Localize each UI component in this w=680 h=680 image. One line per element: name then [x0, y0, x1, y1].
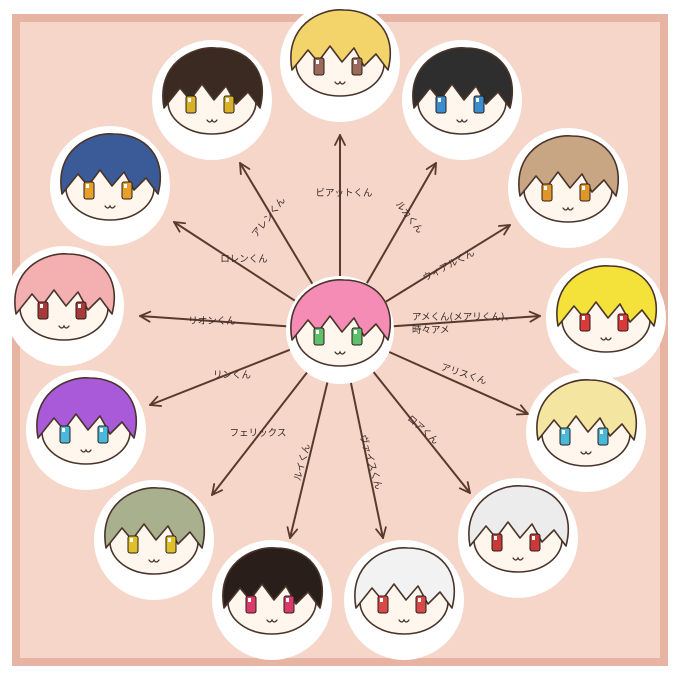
- character-node: [4, 246, 124, 366]
- eye-highlight: [62, 428, 65, 432]
- eye-highlight: [78, 304, 81, 308]
- eye-highlight: [562, 430, 565, 434]
- relation-arrow: [239, 162, 322, 299]
- relation-arrow: [376, 310, 541, 329]
- eye-highlight: [600, 430, 603, 434]
- relation-arrow: [139, 310, 304, 329]
- eye-highlight: [130, 538, 133, 542]
- arrows-layer: [139, 134, 541, 539]
- eye-highlight: [532, 536, 535, 540]
- eye-highlight: [582, 316, 585, 320]
- relation-arrow: [346, 366, 387, 539]
- character-node: [212, 540, 332, 660]
- relation-label: アメくん(メアリくん)、時々アメ: [412, 312, 514, 336]
- nodes-layer: [4, 2, 666, 660]
- eye-highlight: [286, 598, 289, 602]
- eye-highlight: [248, 598, 251, 602]
- eye-highlight: [438, 98, 441, 102]
- eye-highlight: [40, 304, 43, 308]
- mouth: [398, 618, 410, 623]
- eye-highlight: [188, 98, 191, 102]
- center-node: [286, 276, 394, 384]
- eye-highlight: [620, 316, 623, 320]
- eye-highlight: [100, 428, 103, 432]
- relation-arrow: [357, 162, 437, 299]
- character-node: [508, 128, 628, 248]
- eye-highlight: [494, 536, 497, 540]
- eye-highlight: [226, 98, 229, 102]
- eye-highlight: [316, 330, 319, 334]
- mouth: [58, 324, 70, 329]
- relation-arrow: [371, 224, 511, 312]
- mouth: [600, 336, 612, 341]
- character-node: [280, 2, 400, 122]
- eye-highlight: [86, 184, 89, 188]
- relation-arrow: [286, 365, 333, 539]
- character-node: [152, 40, 272, 160]
- mouth: [334, 80, 346, 85]
- relation-label: リオンくん: [188, 316, 236, 327]
- center-character: [290, 279, 392, 367]
- eye-highlight: [418, 598, 421, 602]
- character-node: [526, 372, 646, 492]
- eye-highlight: [124, 184, 127, 188]
- mouth: [334, 350, 346, 355]
- character-node: [26, 370, 146, 490]
- mouth: [512, 556, 524, 561]
- mouth: [206, 118, 218, 123]
- relation-arrow: [149, 342, 306, 407]
- relation-arrow: [362, 358, 471, 494]
- mouth: [104, 204, 116, 209]
- eye-highlight: [476, 98, 479, 102]
- character-node: [546, 258, 666, 378]
- character-node: [344, 540, 464, 660]
- mouth: [80, 448, 92, 453]
- character-node: [402, 40, 522, 160]
- eye-highlight: [544, 186, 547, 190]
- relation-arrow: [211, 359, 318, 496]
- eye-highlight: [380, 598, 383, 602]
- relation-arrow: [173, 221, 310, 311]
- eye-highlight: [354, 60, 357, 64]
- eye-highlight: [168, 538, 171, 542]
- character-node: [94, 480, 214, 600]
- eye-highlight: [316, 60, 319, 64]
- relation-label: リンくん: [213, 370, 251, 381]
- relation-label: ビアットくん: [315, 188, 372, 199]
- relation-label: ロレンくん: [220, 254, 268, 265]
- relation-arrow: [373, 344, 529, 416]
- eye-highlight: [354, 330, 357, 334]
- mouth: [456, 118, 468, 123]
- mouth: [580, 450, 592, 455]
- relation-label: フェリックス: [230, 428, 287, 439]
- mouth: [562, 206, 574, 211]
- character-node: [50, 126, 170, 246]
- mouth: [266, 618, 278, 623]
- mouth: [148, 558, 160, 563]
- character-node: [458, 478, 578, 598]
- eye-highlight: [582, 186, 585, 190]
